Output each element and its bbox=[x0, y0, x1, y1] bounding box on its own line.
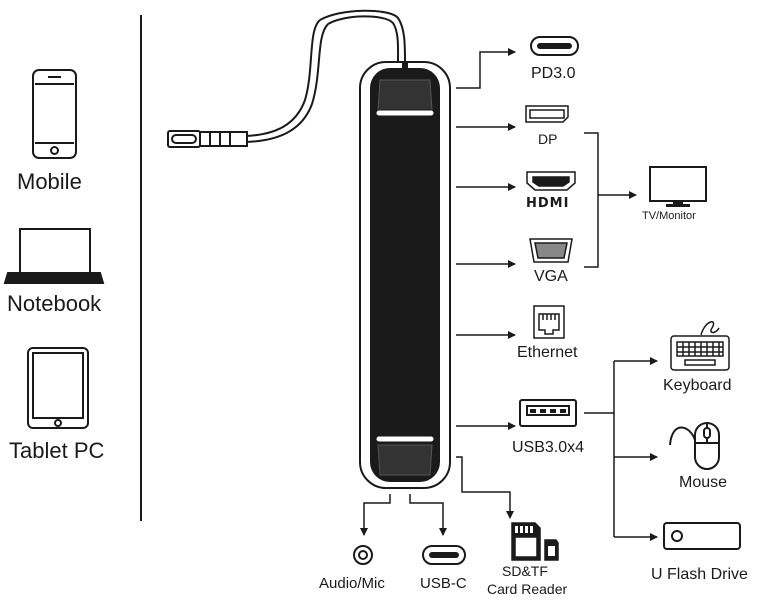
port-label-audio: Audio/Mic bbox=[319, 575, 385, 592]
usb-flash-drive-icon bbox=[663, 522, 741, 550]
laptop-icon bbox=[3, 228, 105, 284]
port-label-dp: DP bbox=[538, 131, 558, 147]
tablet-icon bbox=[27, 347, 89, 429]
usb-a-port-icon bbox=[519, 399, 577, 427]
usb-c-plug-icon bbox=[167, 9, 406, 148]
smartphone-icon bbox=[32, 69, 77, 159]
device-label-notebook: Notebook bbox=[7, 291, 102, 316]
port-label-sd-line2: Card Reader bbox=[487, 581, 568, 597]
port-label-usbc: USB-C bbox=[420, 575, 467, 592]
port-label-ethernet: Ethernet bbox=[517, 344, 578, 361]
usb-tree bbox=[584, 357, 658, 541]
monitor-icon bbox=[649, 166, 707, 207]
usb-c-port-icon bbox=[530, 36, 579, 56]
port-label-hdmi: HDMI bbox=[526, 196, 570, 211]
hub-body bbox=[359, 61, 451, 489]
ethernet-port-icon bbox=[533, 305, 565, 339]
hub-brand-text: NEXTECH bbox=[397, 233, 415, 319]
keyboard-icon bbox=[670, 321, 730, 371]
output-label-mouse: Mouse bbox=[679, 474, 728, 491]
sd-card-icon bbox=[511, 522, 559, 561]
output-label-flash: U Flash Drive bbox=[651, 566, 748, 583]
usb-c-port-bottom-icon bbox=[422, 545, 466, 565]
port-label-vga: VGA bbox=[534, 268, 568, 285]
device-label-mobile: Mobile bbox=[17, 169, 82, 194]
port-label-sd-line1: SD&TF bbox=[502, 563, 548, 579]
port-label-pd: PD3.0 bbox=[531, 65, 576, 82]
port-label-usb: USB3.0x4 bbox=[512, 439, 585, 456]
displayport-icon bbox=[525, 105, 569, 123]
output-label-monitor: TV/Monitor bbox=[642, 210, 696, 222]
vga-port-icon bbox=[529, 238, 573, 263]
output-label-keyboard: Keyboard bbox=[663, 377, 732, 394]
device-label-tablet: Tablet PC bbox=[9, 438, 105, 463]
display-bracket bbox=[584, 132, 637, 268]
mouse-icon bbox=[669, 422, 720, 470]
hdmi-port-icon bbox=[526, 171, 576, 191]
port-arrows bbox=[360, 48, 516, 536]
audio-jack-icon bbox=[353, 545, 373, 565]
